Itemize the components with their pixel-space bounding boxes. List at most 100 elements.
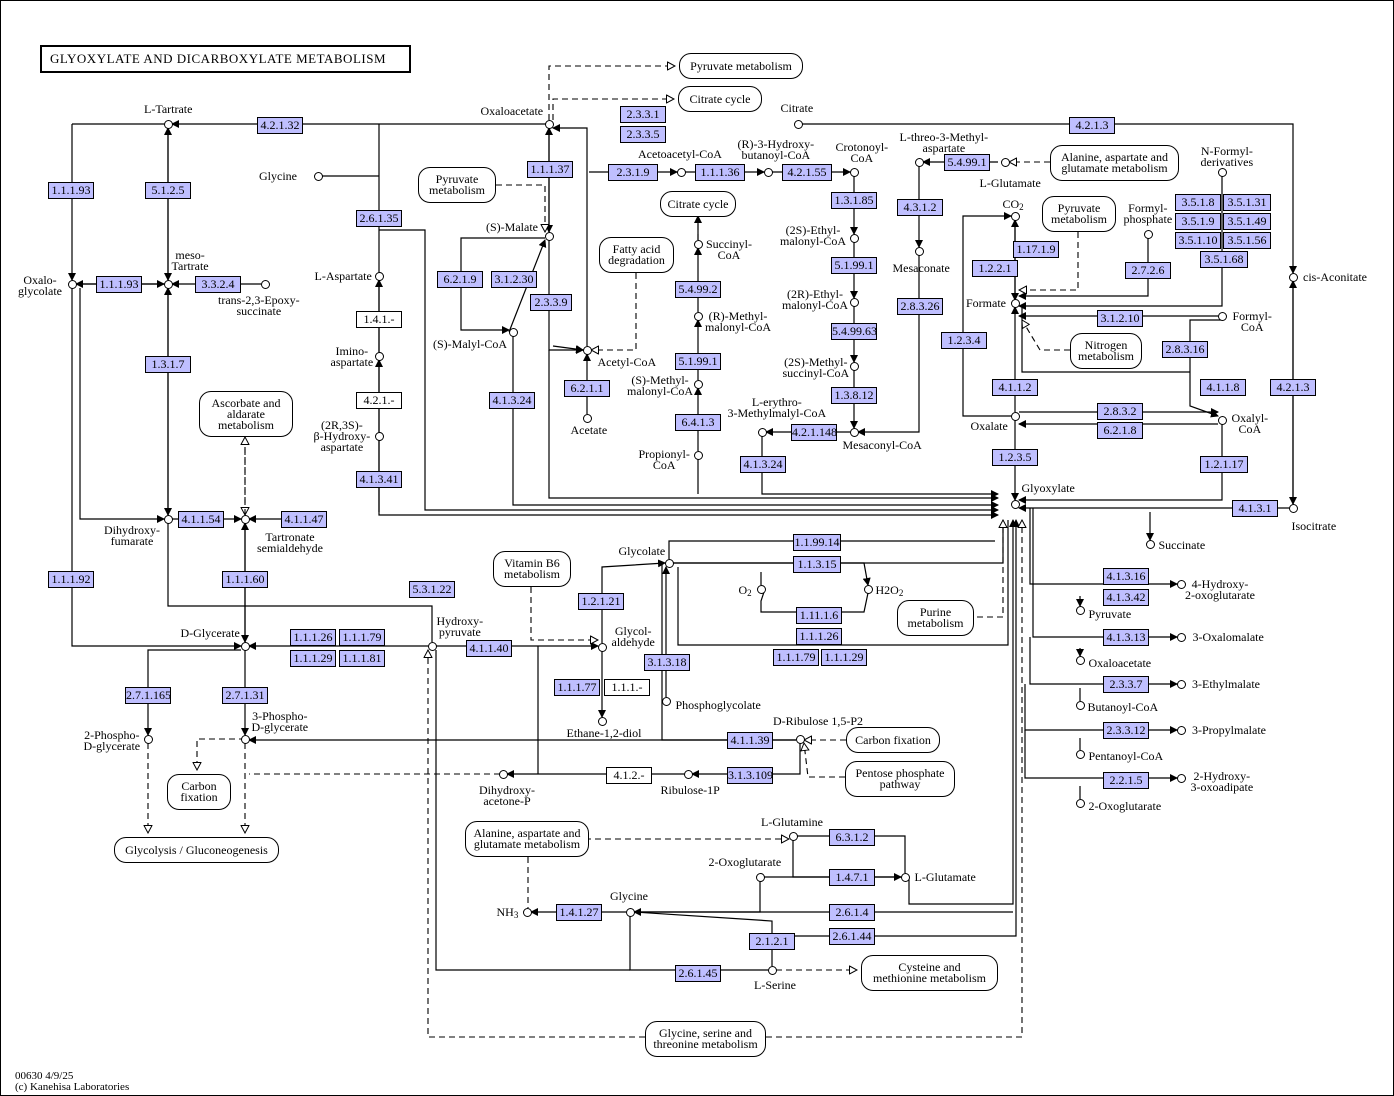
compound-h2o2-node[interactable] [863,584,873,594]
compound-d-glycerate-node[interactable] [240,641,250,651]
enzyme-e-1-1-1-60-box[interactable]: 1.1.1.60 [222,571,268,588]
enzyme-e-1-4-1-x-box[interactable]: 1.4.1.- [356,311,402,328]
compound-butanoyl-coa-node[interactable] [1075,700,1085,710]
enzyme-e-1-4-1-27-box[interactable]: 1.4.1.27 [556,904,602,921]
compound-epoxysuccinate-node[interactable] [260,279,270,289]
enzyme-e-6-3-1-2-box[interactable]: 6.3.1.2 [829,829,875,846]
pathway-link-pyruvate-metabolism-right[interactable]: Pyruvate metabolism [1042,196,1116,232]
enzyme-e-4-1-3-16-box[interactable]: 4.1.3.16 [1103,568,1149,585]
compound-oxoglutarate-b-node[interactable] [755,872,765,882]
enzyme-e-3-5-1-49-box[interactable]: 3.5.1.49 [1223,213,1271,230]
enzyme-e-2-1-2-1-box[interactable]: 2.1.2.1 [749,933,795,950]
compound-oxaloacetate-r-node[interactable] [1075,655,1085,665]
compound-l-glutamine-node[interactable] [788,831,798,841]
enzyme-e-3-5-1-9-box[interactable]: 3.5.1.9 [1175,213,1221,230]
enzyme-e-1-1-1-77-box[interactable]: 1.1.1.77 [554,679,600,696]
compound-l-serine-node[interactable] [767,965,777,975]
compound-succinyl-coa-node[interactable] [693,239,703,249]
compound-co2-node[interactable] [1010,211,1020,221]
enzyme-e-2-8-3-26-box[interactable]: 2.8.3.26 [897,298,943,315]
enzyme-e-2-6-1-44-box[interactable]: 2.6.1.44 [829,928,875,945]
enzyme-e-5-4-99-2-box[interactable]: 5.4.99.2 [675,281,721,298]
enzyme-e-5-4-99-63-box[interactable]: 5.4.99.63 [831,323,877,340]
enzyme-e-1-1-1-93b-box[interactable]: 1.1.1.93 [96,276,142,293]
enzyme-e-4-1-1-47-box[interactable]: 4.1.1.47 [281,511,327,528]
compound-glycolaldehyde-node[interactable] [597,642,607,652]
compound-propylmalate-node[interactable] [1176,725,1186,735]
enzyme-e-1-1-1-26a-box[interactable]: 1.1.1.26 [290,629,336,646]
compound-phospho2-glycerate-node[interactable] [143,734,153,744]
enzyme-e-2-7-1-31-box[interactable]: 2.7.1.31 [222,687,268,704]
enzyme-e-1-2-1-21-box[interactable]: 1.2.1.21 [578,593,624,610]
enzyme-e-1-1-1-29b-box[interactable]: 1.1.1.29 [821,649,867,666]
compound-r-ethylmalonyl-coa-node[interactable] [849,297,859,307]
enzyme-e-1-1-99-14-box[interactable]: 1.1.99.14 [793,534,841,551]
enzyme-e-5-1-99-1a-box[interactable]: 5.1.99.1 [831,257,877,274]
enzyme-e-4-1-3-24a-box[interactable]: 4.1.3.24 [489,392,535,409]
enzyme-e-1-11-1-6-box[interactable]: 1.11.1.6 [796,607,842,624]
enzyme-e-2-8-3-2-box[interactable]: 2.8.3.2 [1097,403,1143,420]
compound-ethanediol-node[interactable] [597,716,607,726]
enzyme-e-4-2-1-148-box[interactable]: 4.2.1.148 [791,424,837,441]
compound-formate-node[interactable] [1010,298,1020,308]
enzyme-e-4-1-3-1-box[interactable]: 4.1.3.1 [1232,500,1278,517]
enzyme-e-1-1-1-x-box[interactable]: 1.1.1.- [604,679,650,696]
compound-meso-tartrate-node[interactable] [163,279,173,289]
pathway-link-pentose-phosphate[interactable]: Pentose phosphate pathway [845,761,955,797]
enzyme-e-5-4-99-1-box[interactable]: 5.4.99.1 [944,154,990,171]
enzyme-e-2-6-1-35-box[interactable]: 2.6.1.35 [356,210,402,227]
enzyme-e-1-1-1-79a-box[interactable]: 1.1.1.79 [339,629,385,646]
enzyme-e-1-1-1-79b-box[interactable]: 1.1.1.79 [773,649,819,666]
compound-acetate-node[interactable] [582,413,592,423]
enzyme-e-1-1-1-93a-box[interactable]: 1.1.1.93 [48,182,94,199]
compound-iminoaspartate-node[interactable] [374,351,384,361]
compound-o2-node[interactable] [756,584,766,594]
pathway-link-alanine-aspartate-bottom[interactable]: Alanine, aspartate and glutamate metabol… [465,821,589,857]
enzyme-e-3-1-3-18-box[interactable]: 3.1.3.18 [644,654,690,671]
enzyme-e-4-3-1-2-box[interactable]: 4.3.1.2 [897,199,943,216]
enzyme-e-4-2-1-x-box[interactable]: 4.2.1.- [356,392,402,409]
compound-pyruvate-node[interactable] [1075,605,1085,615]
compound-glyoxylate-node[interactable] [1010,499,1020,509]
enzyme-e-3-5-1-56-box[interactable]: 3.5.1.56 [1223,232,1271,249]
compound-s-methylmalonyl-coa-node[interactable] [693,379,703,389]
compound-ribulose-bp-node[interactable] [795,734,805,744]
enzyme-e-4-1-1-40-box[interactable]: 4.1.1.40 [466,640,512,657]
compound-l-glutamate-top-node[interactable] [1000,157,1010,167]
compound-r3-hydroxybutanoyl-coa-node[interactable] [763,167,773,177]
enzyme-e-2-3-3-5-box[interactable]: 2.3.3.5 [620,126,666,143]
enzyme-e-1-1-1-26b-box[interactable]: 1.1.1.26 [796,628,842,645]
enzyme-e-5-3-1-22-box[interactable]: 5.3.1.22 [409,581,455,598]
enzyme-e-4-1-1-39-box[interactable]: 4.1.1.39 [727,732,773,749]
pathway-link-ascorbate-aldarate[interactable]: Ascorbate and aldarate metabolism [199,391,293,437]
enzyme-e-2-3-3-9-box[interactable]: 2.3.3.9 [530,294,572,311]
pathway-link-cysteine-methionine[interactable]: Cysteine and methionine metabolism [861,955,998,991]
enzyme-e-1-1-1-81-box[interactable]: 1.1.1.81 [339,650,385,667]
enzyme-e-4-1-3-24b-box[interactable]: 4.1.3.24 [740,456,786,473]
compound-glycolate-node[interactable] [664,558,674,568]
pathway-link-pyruvate-metabolism-top[interactable]: Pyruvate metabolism [679,53,803,79]
compound-dihydroxyacetone-p-node[interactable] [498,769,508,779]
enzyme-e-3-1-2-30-box[interactable]: 3.1.2.30 [491,271,537,288]
pathway-link-pyruvate-metabolism-mid[interactable]: Pyruvate metabolism [418,167,496,203]
enzyme-e-4-1-1-54-box[interactable]: 4.1.1.54 [178,511,224,528]
compound-dihydroxyfumarate-node[interactable] [163,514,173,524]
enzyme-e-1-1-3-15-box[interactable]: 1.1.3.15 [793,556,841,573]
compound-hydroxyoxoadipate-node[interactable] [1176,773,1186,783]
compound-ribulose-1p-node[interactable] [683,769,693,779]
pathway-link-glycine-serine-threonine[interactable]: Glycine, serine and threonine metabolism [645,1021,766,1057]
pathway-link-carbon-fixation-right[interactable]: Carbon fixation [846,727,940,753]
enzyme-e-1-4-7-1-box[interactable]: 1.4.7.1 [829,869,875,886]
compound-l-tartrate-node[interactable] [163,119,173,129]
compound-formyl-coa-node[interactable] [1217,311,1227,321]
compound-acetoacetyl-coa-node[interactable] [676,167,686,177]
compound-citrate-node[interactable] [793,119,803,129]
compound-oxalomalate-node[interactable] [1176,632,1186,642]
enzyme-e-6-2-1-9-box[interactable]: 6.2.1.9 [437,271,483,288]
pathway-link-purine-metabolism[interactable]: Purine metabolism [897,600,974,636]
compound-succinate-node[interactable] [1145,539,1155,549]
enzyme-e-4-2-1-55-box[interactable]: 4.2.1.55 [782,164,832,181]
pathway-link-vitamin-b6[interactable]: Vitamin B6 metabolism [493,551,571,587]
compound-s-malyl-coa-node[interactable] [508,327,518,337]
enzyme-e-3-5-1-10-box[interactable]: 3.5.1.10 [1175,232,1221,249]
